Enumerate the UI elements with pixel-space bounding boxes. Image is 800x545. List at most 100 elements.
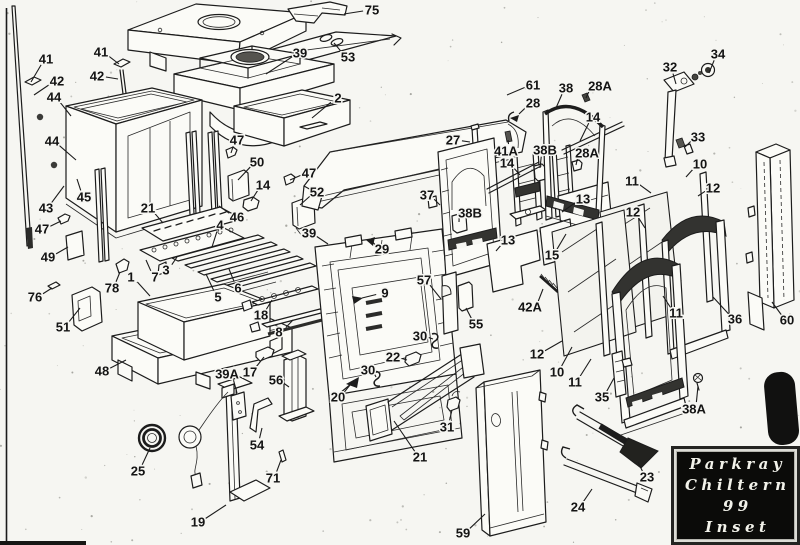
rails-8-18-illustration: [241, 285, 327, 336]
callout-leader-line: [606, 377, 615, 392]
part-number-callout: 41: [94, 45, 108, 60]
part-number-callout: 1: [127, 270, 134, 285]
part-number-callout: 4: [216, 218, 224, 233]
part-number-callout: 12: [706, 181, 720, 196]
part-number-callout: 55: [469, 317, 483, 332]
callout-leader-line: [583, 488, 593, 502]
part-number-callout: 38B: [458, 206, 482, 221]
part-number-callout: 9: [381, 286, 388, 301]
callout-leader-line: [544, 340, 563, 352]
part-number-callout: 14: [586, 110, 601, 125]
part-number-callout: 71: [266, 471, 280, 486]
callout-leader-line: [265, 56, 293, 75]
part-number-callout: 13: [501, 233, 515, 248]
callout-leader-line: [250, 190, 259, 202]
part-number-callout: 30: [413, 329, 427, 344]
callout-leader-line: [232, 380, 238, 394]
part-number-callout: 24: [571, 500, 586, 515]
part-number-callout: 47: [230, 133, 244, 148]
callout-leader-line: [30, 64, 42, 83]
part-number-callout: 44: [47, 90, 62, 105]
part-number-callout: 13: [576, 192, 590, 207]
part-number-callout: 14: [500, 156, 515, 171]
part-number-callout: 6: [234, 281, 241, 296]
part-number-callout: 39A: [215, 367, 239, 382]
part-number-callout: 43: [39, 201, 53, 216]
callout-leader-line: [289, 174, 301, 181]
bracket-75-illustration: [287, 1, 348, 47]
part-number-callout: 34: [711, 47, 726, 62]
callout-leader-line: [343, 384, 351, 393]
part-number-callout: 48: [95, 364, 109, 379]
callout-leader-line: [316, 236, 329, 245]
part-number-callout: 12: [530, 347, 544, 362]
callout-leader-line: [205, 273, 215, 292]
callout-leader-line: [58, 144, 77, 161]
callout-leader-line: [50, 220, 62, 227]
part-number-callout: 41A: [494, 144, 518, 159]
part-number-callout: 30: [361, 363, 375, 378]
callout-leader-line: [639, 184, 652, 194]
side-column-60-illustration: [745, 143, 795, 331]
part-number-callout: 39: [302, 226, 316, 241]
callout-leader-line: [685, 168, 694, 178]
callout-leader-line: [449, 409, 453, 421]
callout-leader-line: [637, 461, 643, 472]
callout-leader-line: [537, 288, 544, 302]
part-number-callout: 38A: [682, 402, 706, 417]
callout-leader-line: [637, 217, 646, 229]
callout-leader-line: [259, 427, 263, 439]
part-number-callout: 33: [691, 130, 705, 145]
callout-leader-line: [228, 268, 235, 282]
callout-leader-line: [469, 513, 486, 529]
part-number-callout: 50: [250, 155, 264, 170]
part-number-callout: 8: [275, 325, 282, 340]
part-number-callout: 17: [243, 365, 257, 380]
part-number-callout: 38B: [533, 143, 557, 158]
part-number-callout: 21: [413, 450, 427, 465]
callout-leader-line: [171, 256, 178, 265]
firebox-casing-illustration: [65, 87, 223, 263]
callout-leader-line: [283, 382, 290, 388]
callout-leader-line: [579, 358, 592, 377]
callout-leader-line: [708, 60, 715, 74]
bottom-small-parts-illustration: [339, 332, 704, 503]
part-number-callout: 42: [90, 69, 104, 84]
part-number-callout: 7: [151, 270, 158, 285]
canopy-illustration: [301, 119, 527, 211]
callout-leader-line: [433, 198, 441, 206]
callout-leader-line: [712, 296, 730, 315]
part-number-callout: 51: [56, 320, 70, 335]
part-number-callout: 27: [446, 133, 460, 148]
callout-leader-line: [265, 299, 273, 310]
part-number-callout: 28A: [588, 79, 612, 94]
part-number-callout: 42A: [518, 300, 542, 315]
part-number-callout: 37: [420, 188, 434, 203]
part-number-callout: 28: [526, 96, 540, 111]
part-number-callout: 21: [141, 201, 155, 216]
callout-leader-line: [108, 55, 120, 65]
callout-leader-line: [575, 158, 579, 166]
callout-leader-line: [495, 244, 502, 252]
part-number-callout: 20: [331, 390, 345, 405]
callout-leader-line: [506, 87, 525, 96]
part-number-callout: 10: [693, 157, 707, 172]
part-number-callout: 39: [293, 46, 307, 61]
callout-leader-line: [518, 106, 527, 115]
callout-leader-line: [285, 319, 294, 328]
part-number-callout: 53: [341, 50, 355, 65]
part-number-callout: 59: [456, 526, 470, 541]
part-number-callout: 2: [334, 91, 341, 106]
callout-leader-line: [51, 185, 65, 203]
callout-leader-line: [105, 76, 119, 80]
part-number-callout: 11: [625, 174, 639, 189]
callout-leader-line: [218, 205, 230, 214]
callout-leader-line: [561, 346, 573, 367]
part-number-callout: 78: [105, 281, 119, 296]
part-number-callout: 61: [526, 78, 540, 93]
callout-leader-line: [136, 281, 151, 297]
part-number-callout: 12: [626, 205, 640, 220]
callout-leader-line: [68, 307, 81, 323]
